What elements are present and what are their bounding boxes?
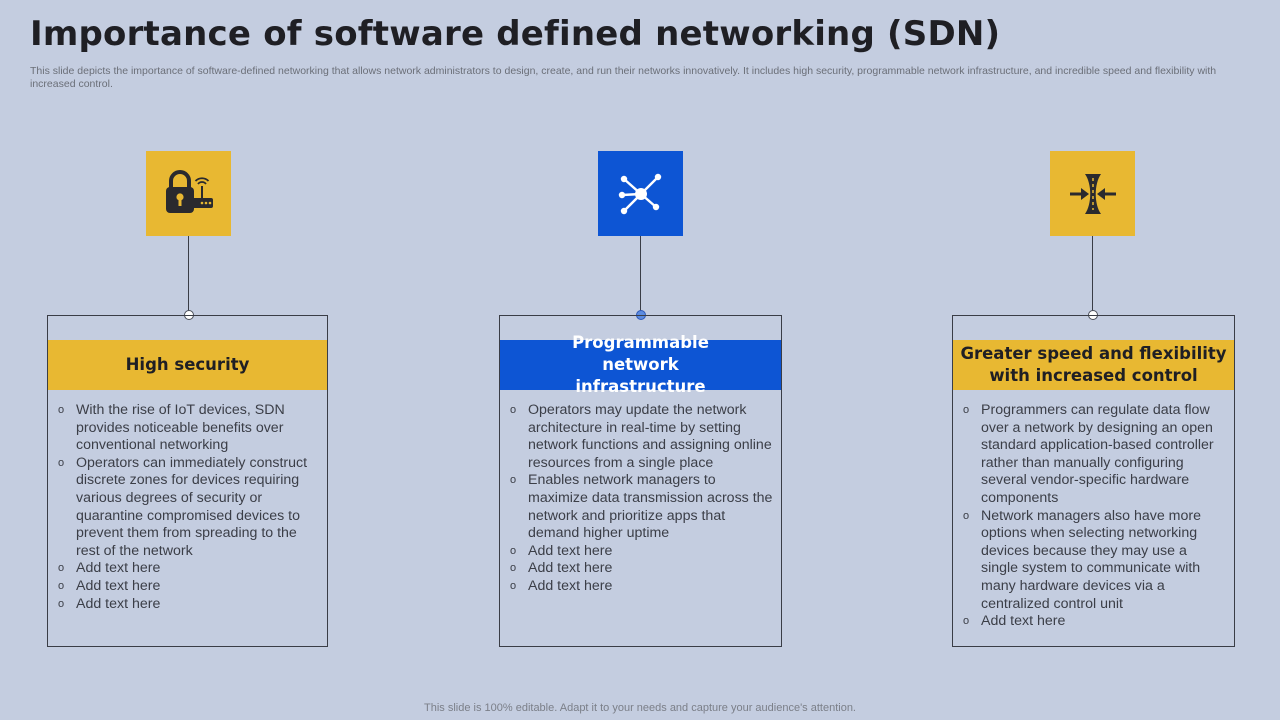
card-heading: High security (48, 340, 327, 390)
list-item: o Add text here (510, 578, 773, 596)
bullet-text: Add text here (528, 560, 613, 577)
card-heading: Programmable network infrastructure (500, 333, 781, 396)
bullet-list: o With the rise of IoT devices, SDN provi… (58, 402, 319, 613)
bullet-text: Add text here (981, 613, 1066, 630)
bullet-marker: o (58, 579, 65, 592)
bullet-marker: o (58, 456, 65, 469)
list-item: o Enables network managers to maximize da… (510, 472, 773, 542)
bullet-text: Add text here (528, 542, 613, 559)
bullet-text: Add text here (76, 560, 161, 577)
bullet-text: Enables network managers to maximize dat… (528, 472, 773, 542)
bullet-marker: o (963, 615, 970, 628)
list-item: o Add text here (58, 578, 319, 596)
bullet-text: Add text here (528, 577, 613, 594)
list-item: o Add text here (510, 560, 773, 578)
bullet-marker: o (510, 579, 517, 592)
card-heading: Greater speed and flexibility with incre… (953, 340, 1234, 390)
icon-box-high-security (146, 151, 231, 236)
list-item: o Operators can immediately construct dis… (58, 455, 319, 561)
list-item: o Add text here (58, 560, 319, 578)
bullet-text: Network managers also have more options … (981, 507, 1202, 612)
list-item: o Operators may update the network archit… (510, 402, 773, 472)
bullet-marker: o (510, 544, 517, 557)
connector-line (1092, 236, 1093, 315)
page-title: Importance of software defined networkin… (30, 14, 1001, 54)
bullet-marker: o (510, 404, 517, 416)
list-item: o Add text here (963, 613, 1226, 631)
bullet-marker: o (510, 562, 517, 575)
icon-box-programmable-network (598, 151, 683, 236)
bullet-text: Operators may update the network archite… (528, 402, 772, 471)
connector-line (640, 236, 641, 315)
list-item: o Add text here (510, 543, 773, 561)
bullet-list: o Operators may update the network archit… (510, 402, 773, 596)
bullet-marker: o (963, 404, 970, 416)
list-item: o Add text here (58, 596, 319, 614)
bullet-marker: o (963, 509, 970, 522)
card-speed-flexibility: Greater speed and flexibility with incre… (952, 315, 1235, 647)
connector-line (188, 236, 189, 315)
bullet-marker: o (58, 562, 65, 575)
compress-arrows-icon (1069, 173, 1116, 214)
bullet-text: Add text here (76, 595, 161, 612)
lock-router-icon (165, 169, 213, 213)
bullet-list: o Programmers can regulate data flow over… (963, 402, 1226, 631)
network-nodes-icon (618, 173, 661, 214)
bullet-text: Programmers can regulate data flow over … (981, 402, 1214, 506)
bullet-text: With the rise of IoT devices, SDN provid… (76, 402, 285, 454)
list-item: o Programmers can regulate data flow over… (963, 402, 1226, 508)
list-item: o With the rise of IoT devices, SDN provi… (58, 402, 319, 455)
card-programmable-network: Programmable network infrastructure o Ope… (499, 315, 782, 647)
page-subtitle: This slide depicts the importance of sof… (30, 65, 1217, 90)
icon-box-speed-flexibility (1050, 151, 1135, 236)
footer-note: This slide is 100% editable. Adapt it to… (424, 702, 856, 714)
bullet-text: Operators can immediately construct disc… (76, 454, 308, 559)
bullet-marker: o (58, 404, 65, 416)
bullet-marker: o (510, 474, 517, 487)
card-high-security: High security o With the rise of IoT devi… (47, 315, 328, 647)
bullet-text: Add text here (76, 577, 161, 594)
list-item: o Network managers also have more options… (963, 508, 1226, 614)
bullet-marker: o (58, 597, 65, 610)
